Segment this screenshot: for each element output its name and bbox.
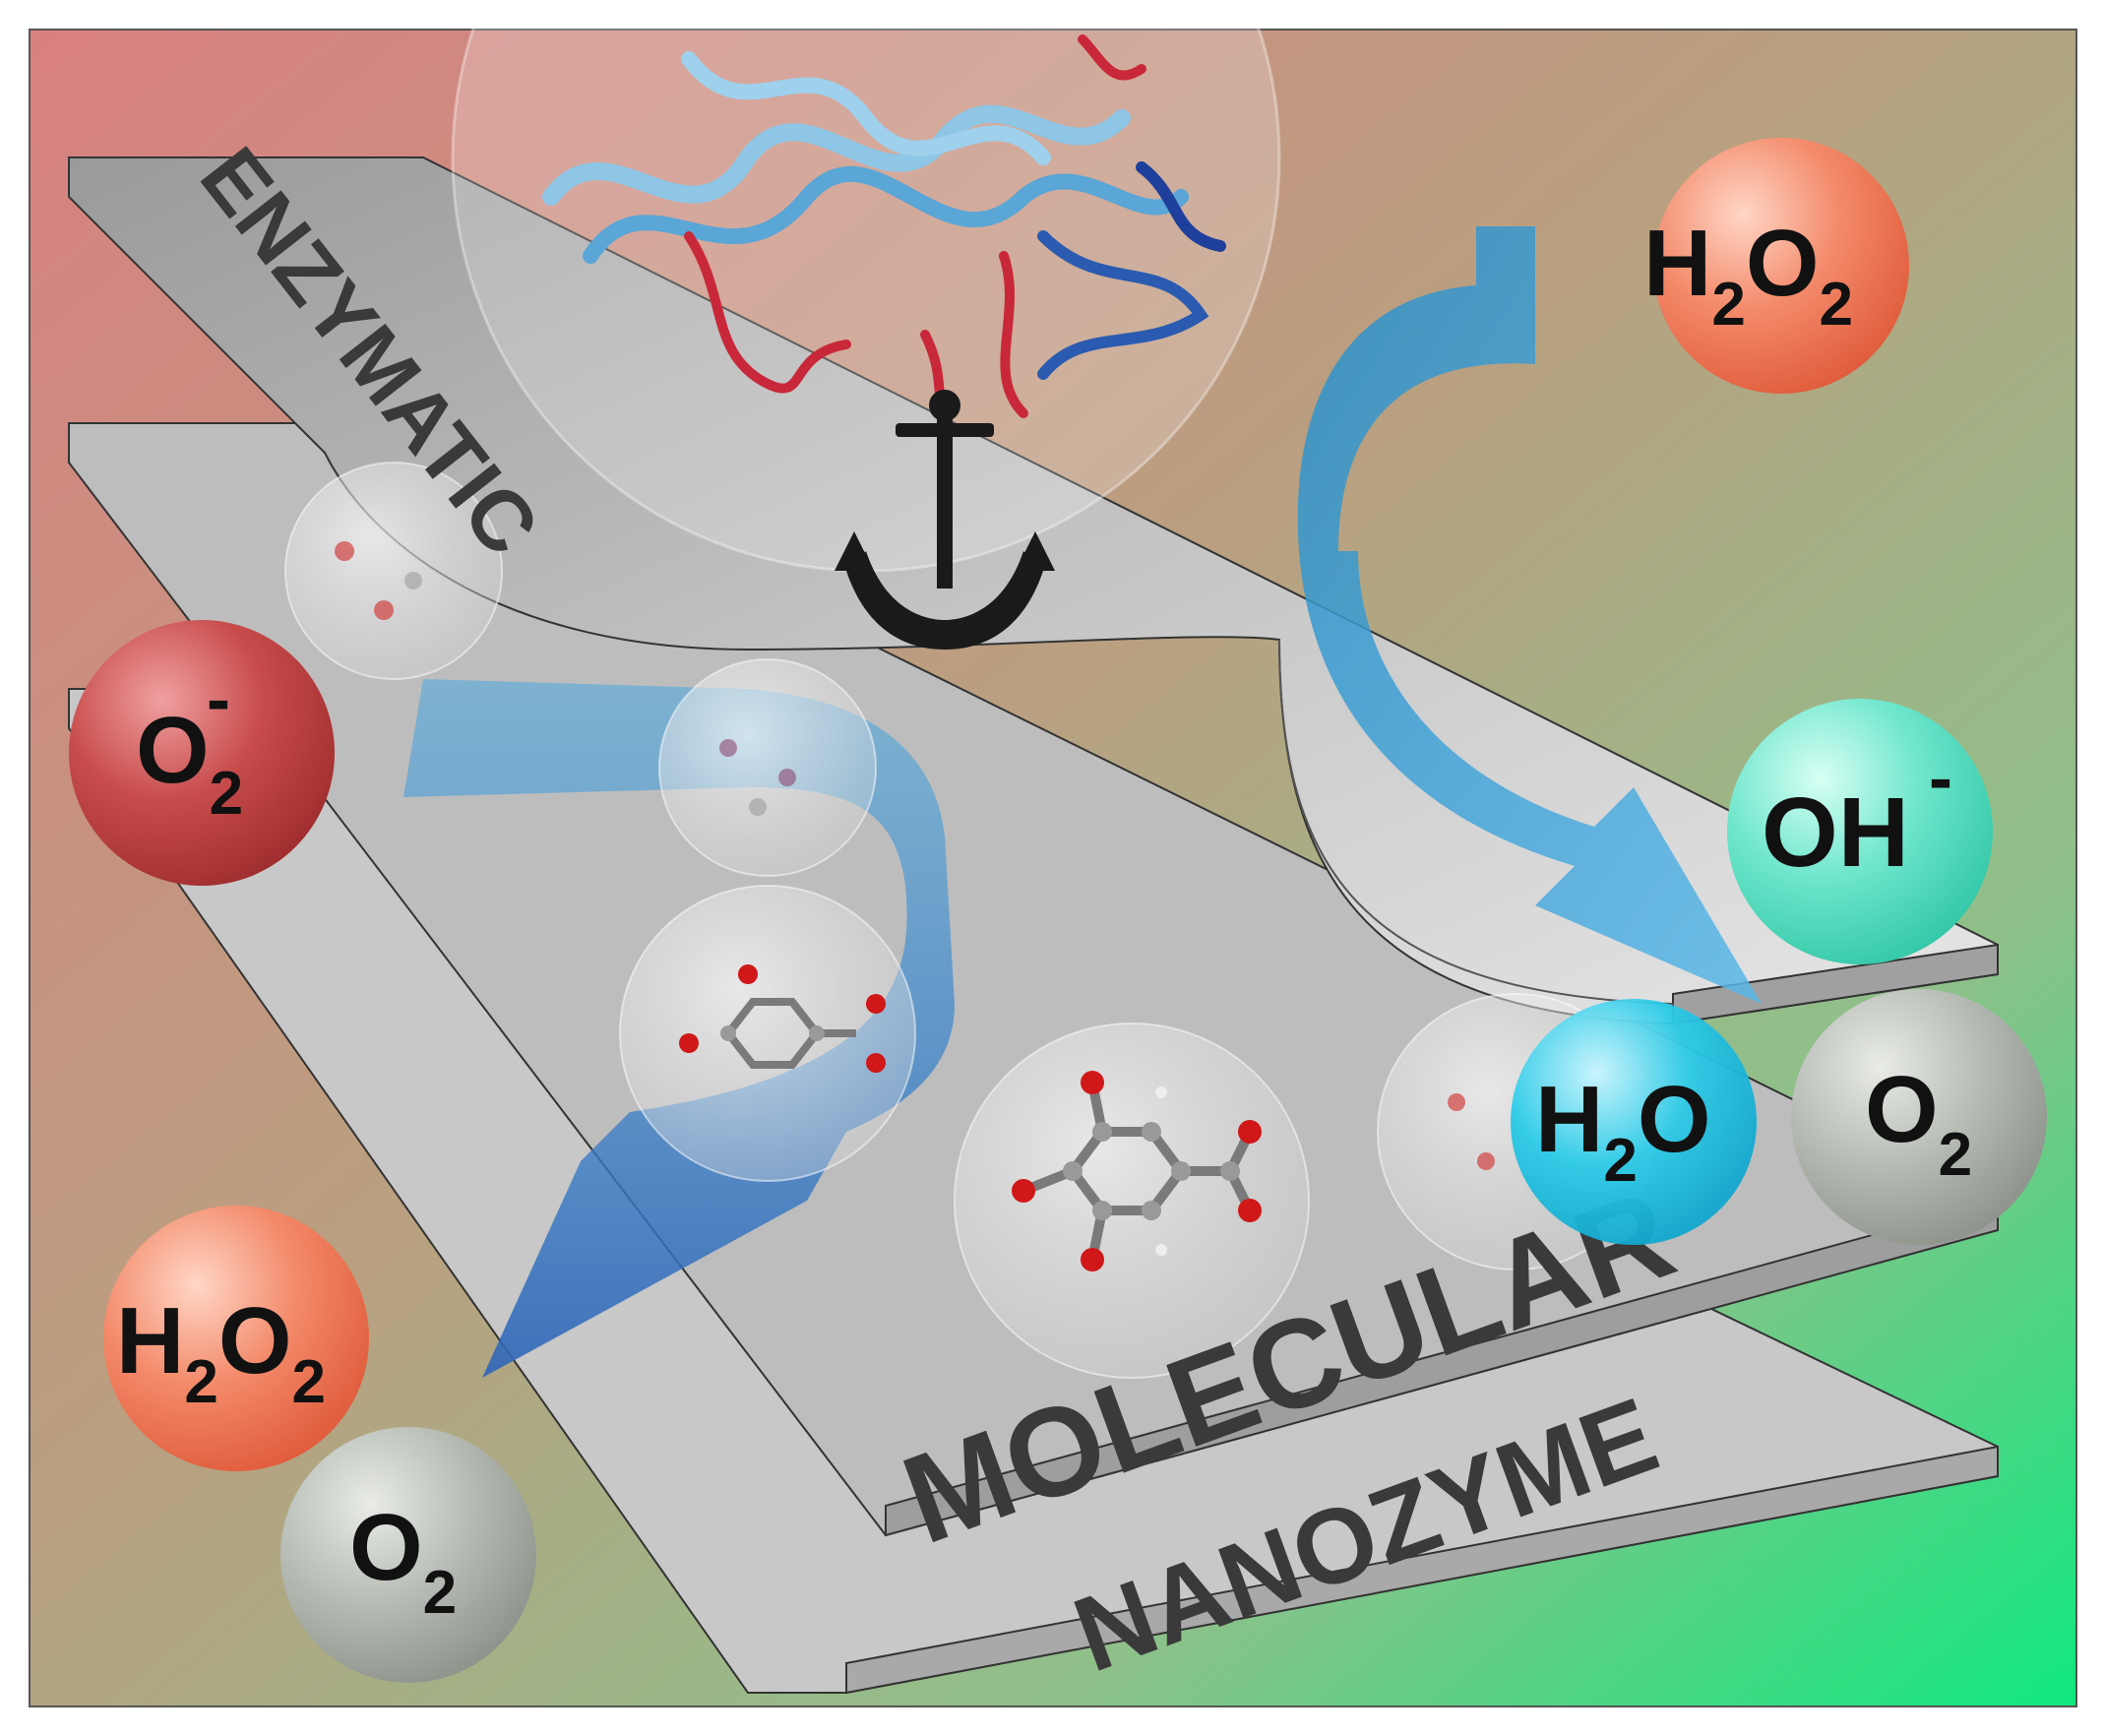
species-o2-minus: O2 - bbox=[69, 620, 335, 886]
species-h2o2-bottom: H2O2 bbox=[103, 1206, 369, 1471]
species-h2o: H2O bbox=[1511, 999, 1757, 1245]
svg-text:-: - bbox=[207, 660, 230, 739]
species-o2-bottom: O2 bbox=[280, 1427, 536, 1683]
species-o2-right: O2 bbox=[1791, 989, 2047, 1245]
svg-text:H2O2: H2O2 bbox=[1643, 211, 1853, 339]
svg-text:O2: O2 bbox=[1865, 1057, 1972, 1189]
svg-text:OH: OH bbox=[1762, 777, 1909, 888]
flow-arrows bbox=[403, 226, 1762, 1378]
species-oh-minus: OH - bbox=[1727, 699, 1993, 964]
svg-text:-: - bbox=[1929, 739, 1952, 818]
svg-text:O2: O2 bbox=[136, 698, 243, 828]
svg-text:O2: O2 bbox=[349, 1495, 457, 1627]
protein-ribbon-icon bbox=[542, 34, 1226, 418]
species-h2o2-top: H2O2 bbox=[1643, 138, 1909, 394]
anchor-icon bbox=[835, 390, 1055, 650]
svg-text:H2O2: H2O2 bbox=[116, 1288, 326, 1416]
arrow-right-top bbox=[1297, 226, 1762, 1004]
svg-text:H2O: H2O bbox=[1535, 1067, 1710, 1195]
gallic-acid-large-atoms bbox=[1012, 1071, 1262, 1271]
arrow-left-middle bbox=[403, 679, 955, 1378]
